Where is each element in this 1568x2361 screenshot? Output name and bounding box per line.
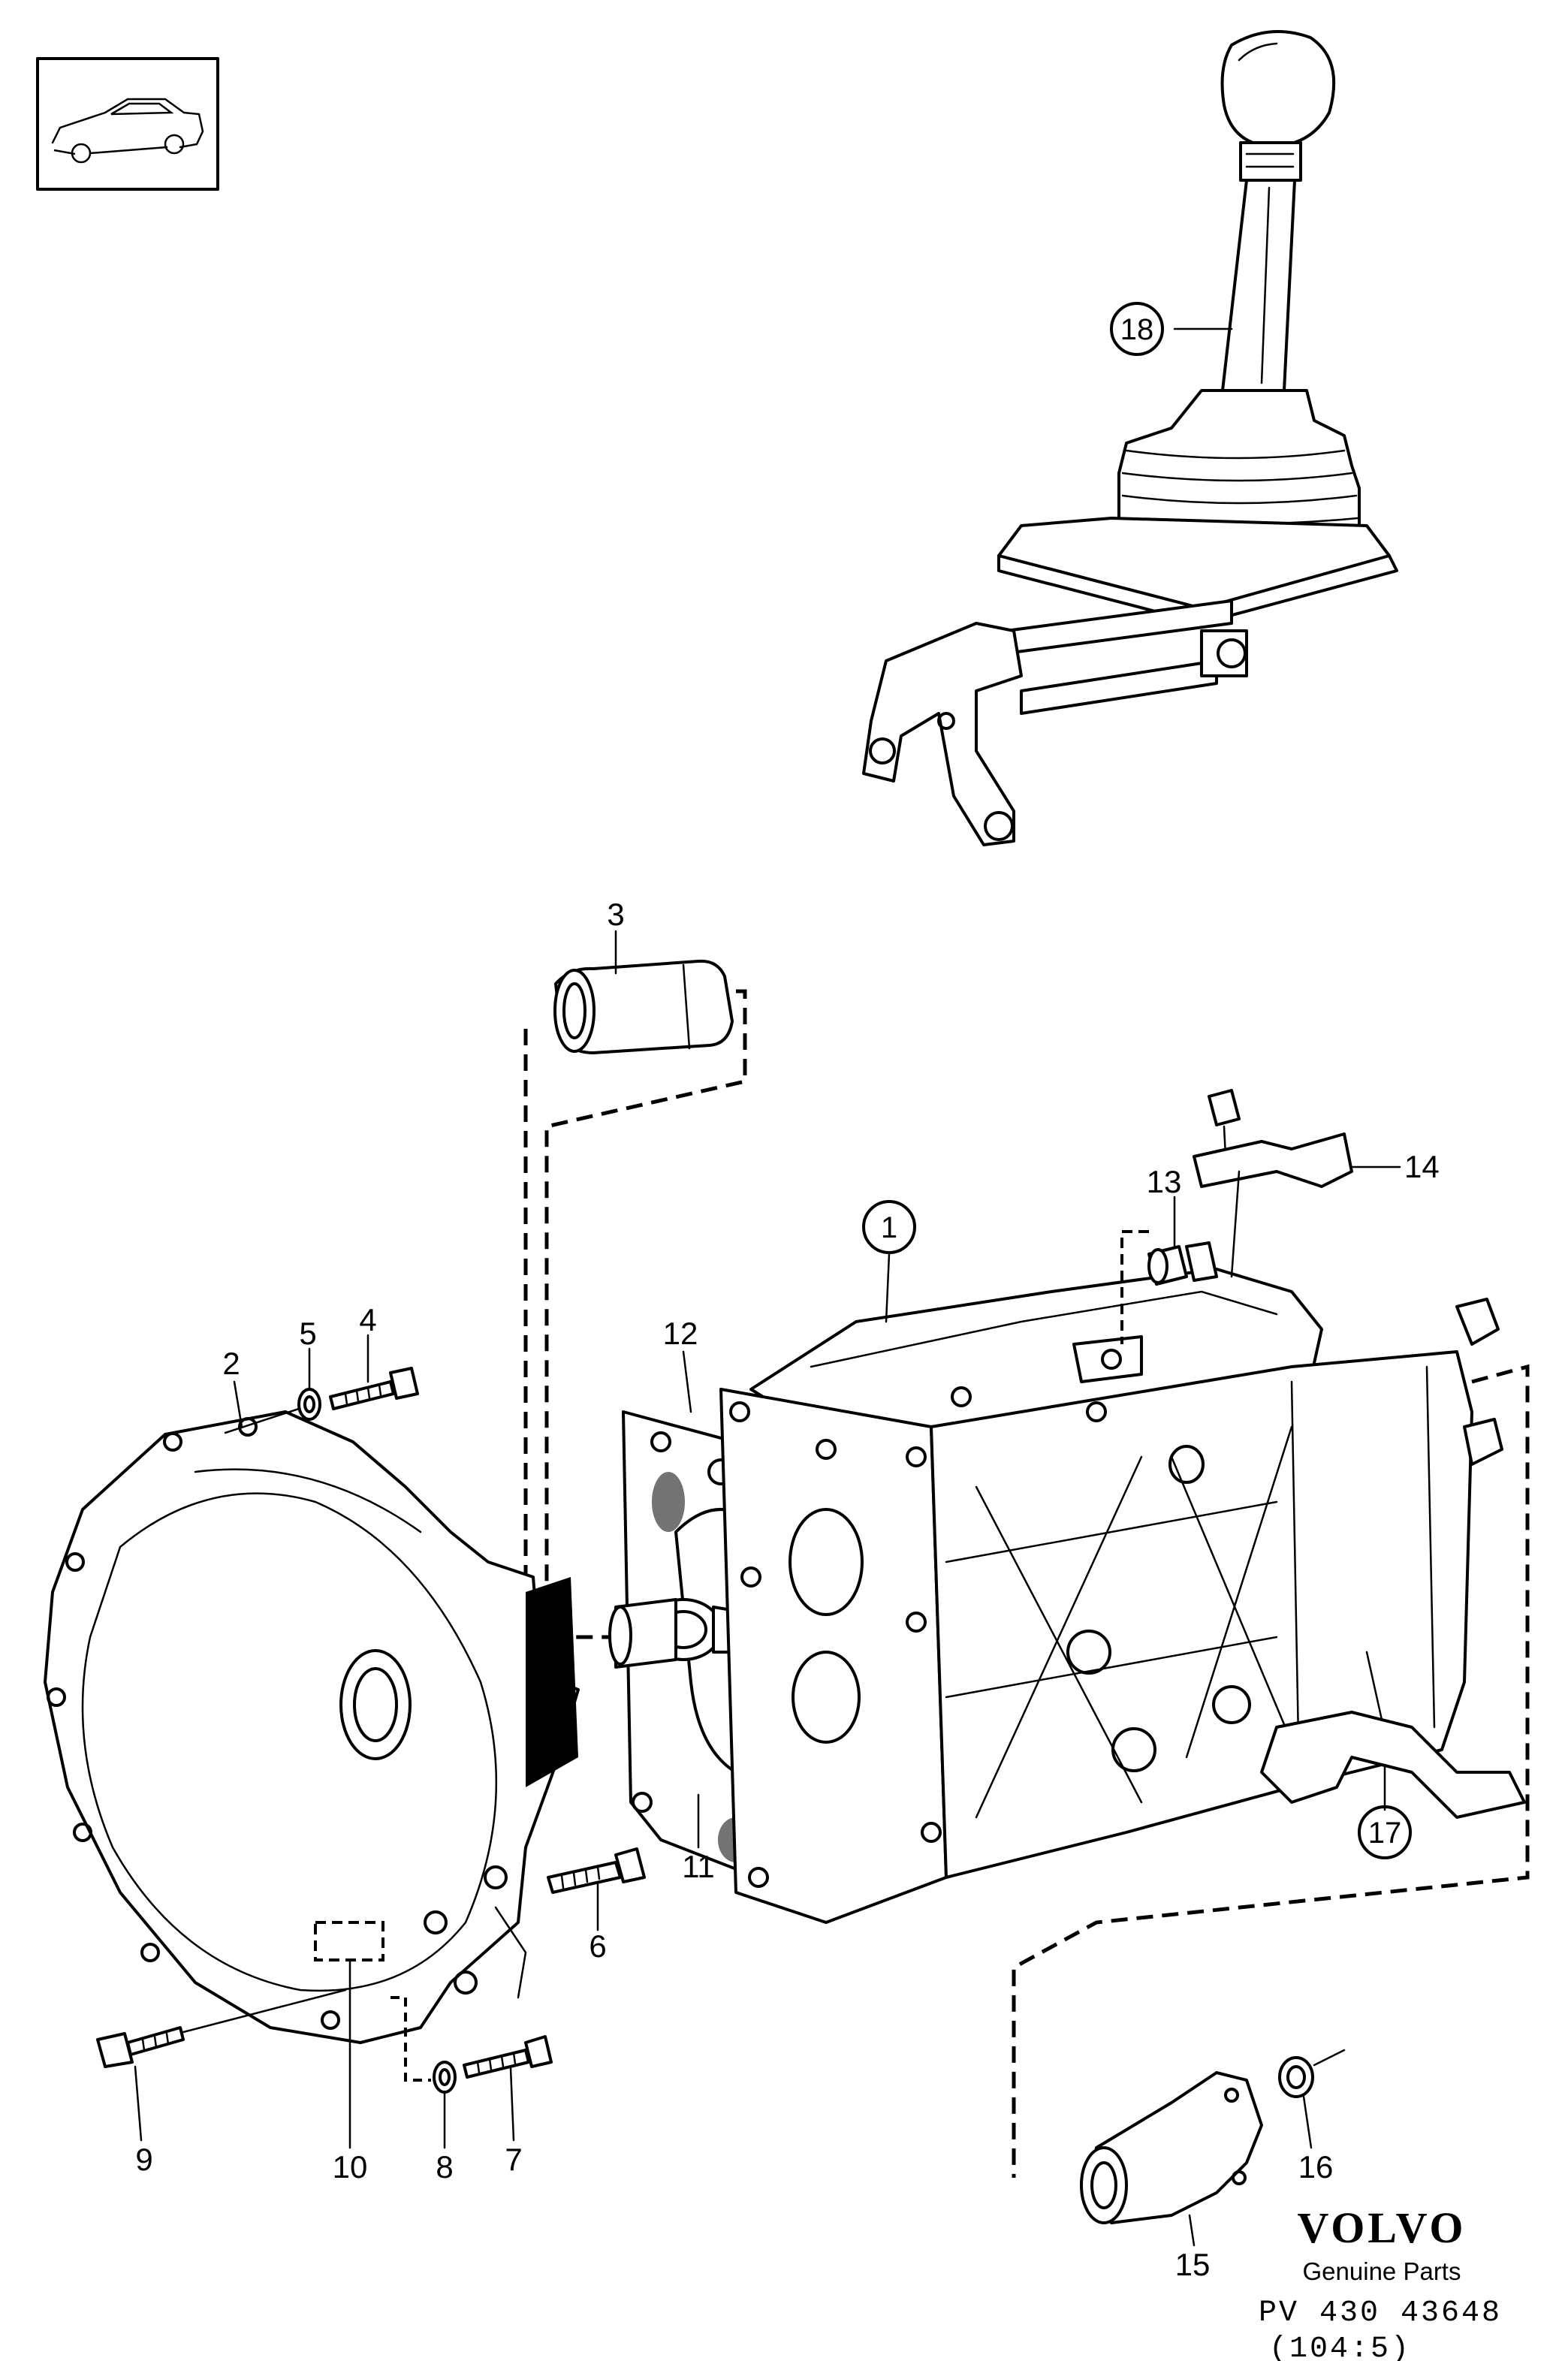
callout-9: 9 <box>135 2142 152 2177</box>
callout-6: 6 <box>589 1928 606 1964</box>
callout-7: 7 <box>505 2142 522 2177</box>
callout-2: 2 <box>222 1346 240 1381</box>
callout-18: 18 <box>1120 313 1154 346</box>
bolt-6 <box>547 1847 646 1894</box>
bellhousing <box>44 1410 580 2044</box>
reference-code: PV 430 43648 <box>1259 2296 1502 2330</box>
mount-leader-dashed <box>1012 1364 1530 2178</box>
callout-8: 8 <box>436 2149 453 2185</box>
gear-shifter-assembly <box>862 30 1398 846</box>
callout-1: 1 <box>881 1211 897 1244</box>
bolt-9 <box>96 2026 185 2068</box>
flange-nut <box>1278 2049 1346 2098</box>
callout-circle-17 <box>1358 1805 1412 1859</box>
bolt-4 <box>329 1367 419 1410</box>
callout-11: 11 <box>682 1849 715 1884</box>
bolt-7 <box>463 2035 553 2079</box>
output-flange <box>1080 2071 1263 2224</box>
callout-13: 13 <box>1147 1164 1182 1199</box>
switch-leader-dashed <box>1120 1230 1149 1344</box>
callout-4: 4 <box>359 1302 376 1337</box>
car-sedan-icon <box>51 98 204 164</box>
washer-8 <box>433 2061 457 2094</box>
callout-17: 17 <box>1368 1817 1402 1850</box>
callout-14: 14 <box>1404 1149 1440 1184</box>
callout-12: 12 <box>663 1316 698 1351</box>
bolt-7-leader-dashed <box>390 1996 431 2082</box>
callout-5: 5 <box>299 1316 316 1351</box>
callout-10: 10 <box>333 2149 368 2185</box>
bracket-clip <box>1193 1089 1353 1278</box>
callout-15: 15 <box>1175 2247 1211 2282</box>
callout-circle-18 <box>1110 302 1164 356</box>
brand-block: VOLVO Genuine Parts PV 430 43648 (104:5) <box>1259 2203 1502 2361</box>
callout-circle-1 <box>862 1200 916 1254</box>
callout-16: 16 <box>1298 2149 1334 2185</box>
reference-sub: (104:5) <box>1269 2332 1411 2361</box>
gearbox-mount <box>1260 1651 1526 1819</box>
washer-5 <box>297 1388 321 1421</box>
brand-name: VOLVO <box>1297 2203 1466 2252</box>
brand-tagline: Genuine Parts <box>1303 2257 1461 2285</box>
input-shaft <box>608 1598 760 1669</box>
callout-labels: 18 3 1 13 14 12 2 5 4 6 11 17 9 10 8 7 1… <box>135 302 1440 2282</box>
reverse-light-switch <box>1147 1241 1218 1286</box>
callout-3: 3 <box>607 897 624 932</box>
car-thumbnail <box>36 57 219 191</box>
bushing <box>553 959 734 1054</box>
leader-lines <box>134 327 1401 2247</box>
